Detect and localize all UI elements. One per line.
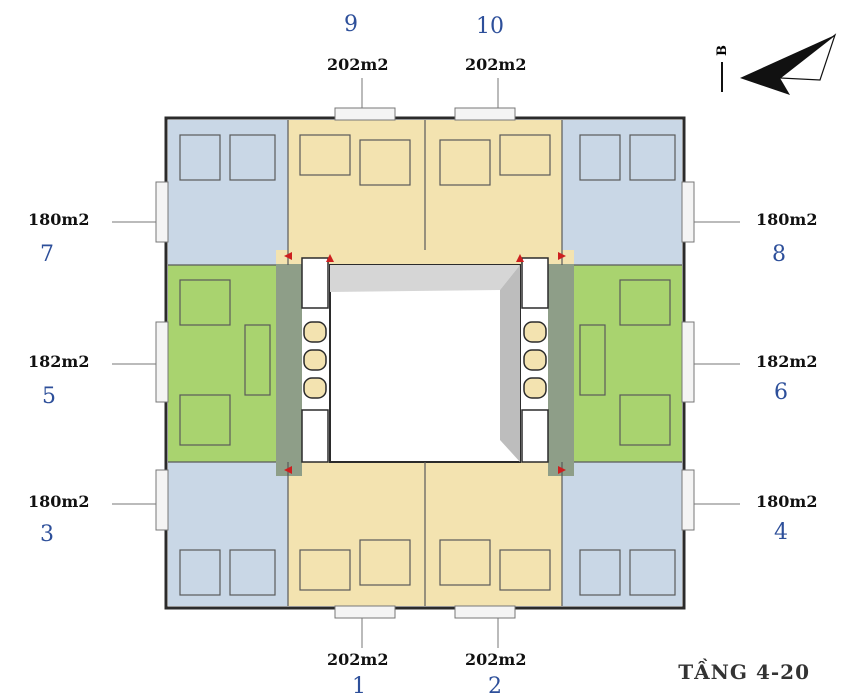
corridor-left [276, 250, 302, 476]
elevators-left [303, 321, 327, 399]
unit-8-area: 180m2 [756, 210, 818, 229]
unit-5-area: 182m2 [28, 352, 90, 371]
corridor-top [276, 250, 574, 264]
unit-2-number: 2 [488, 674, 502, 699]
unit-9-number: 9 [344, 12, 358, 37]
unit-4-number: 4 [774, 520, 788, 545]
unit-8-number: 8 [772, 242, 786, 267]
unit-3-number: 3 [40, 522, 54, 547]
compass-letter: B [715, 45, 730, 56]
stair-core-top-left [301, 257, 329, 309]
corridor-right [548, 250, 574, 476]
unit-7-area: 180m2 [28, 210, 90, 229]
floor-title: TẦNG 4-20 [678, 660, 810, 684]
unit-1-block [288, 462, 425, 606]
unit-10-area: 202m2 [465, 55, 527, 74]
stair-core-bottom-right [521, 409, 549, 463]
unit-7-block [168, 120, 288, 265]
central-void [329, 264, 521, 463]
unit-6-number: 6 [774, 380, 788, 405]
compass-icon: B [715, 33, 837, 95]
balconies [155, 107, 695, 619]
interior-walls [168, 120, 682, 606]
void-shadow [330, 265, 520, 292]
unit-2-block [425, 462, 562, 606]
void-shadow-side [500, 265, 520, 462]
entrance-arrows [284, 252, 566, 474]
unit-10-block [425, 120, 562, 265]
unit-5-number: 5 [42, 384, 56, 409]
unit-6-block [574, 265, 682, 462]
unit-4-area: 180m2 [756, 492, 818, 511]
unit-9-block [288, 120, 425, 265]
unit-1-number: 1 [352, 674, 366, 699]
unit-3-block [168, 462, 288, 606]
unit-7-number: 7 [40, 242, 54, 267]
pointer-lines [112, 78, 740, 648]
unit-6-area: 182m2 [756, 352, 818, 371]
unit-4-block [562, 462, 682, 606]
unit-10-number: 10 [476, 14, 504, 39]
unit-8-block [562, 120, 682, 265]
unit-5-block [168, 265, 276, 462]
unit-1-area: 202m2 [327, 650, 389, 669]
unit-9-area: 202m2 [327, 55, 389, 74]
stair-core-top-right [521, 257, 549, 309]
stair-core-bottom-left [301, 409, 329, 463]
unit-2-area: 202m2 [465, 650, 527, 669]
unit-3-area: 180m2 [28, 492, 90, 511]
elevators-right [523, 321, 547, 399]
